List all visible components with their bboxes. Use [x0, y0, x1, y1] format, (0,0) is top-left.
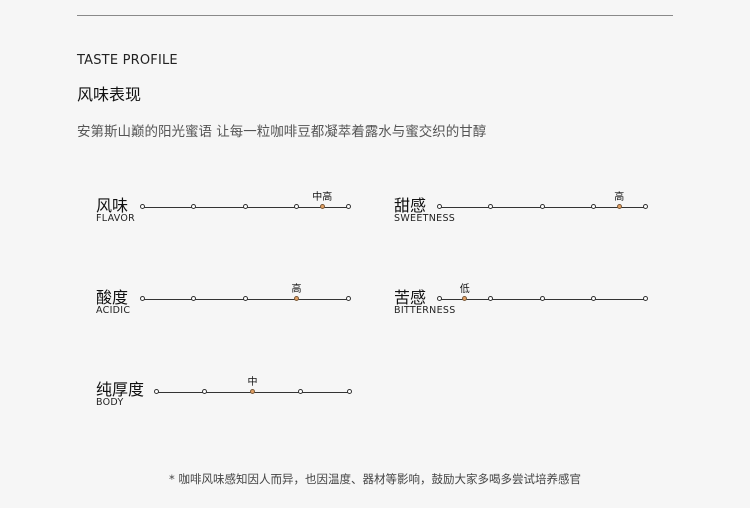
scale-tick [345, 296, 351, 301]
scale-tick [642, 296, 648, 301]
metric-label-zh: 苦感 [394, 288, 427, 307]
scale-tick [345, 204, 351, 209]
metric-label-en: ACIDIC [96, 305, 131, 316]
scale-level-marker [462, 296, 468, 301]
scale-tick [436, 296, 442, 301]
section-eyebrow: TASTE PROFILE [77, 53, 178, 68]
metric-label-en: FLAVOR [96, 213, 136, 224]
scale-tick [642, 204, 648, 209]
scale-tick [201, 389, 207, 394]
scale-tick [191, 296, 196, 301]
section-title: 风味表现 [77, 85, 142, 104]
metric-label-en: SWEETNESS [394, 213, 456, 224]
scale-level-marker [616, 204, 622, 209]
metric-label-zh: 纯厚度 [96, 380, 145, 399]
scale-tick [346, 389, 352, 394]
metric-label-zh: 风味 [96, 196, 129, 215]
scale-tick [139, 296, 145, 301]
top-divider [77, 15, 673, 16]
scale-tick [153, 389, 159, 394]
scale-tick [488, 296, 493, 301]
scale-tick [488, 204, 493, 209]
scale-tick [139, 204, 145, 209]
scale-tick [591, 204, 596, 209]
scale-level-label: 中高 [312, 192, 333, 203]
scale-tick [539, 296, 545, 301]
scale-level-marker [319, 204, 325, 209]
scale-tick [294, 204, 299, 209]
footnote: * 咖啡风味感知因人而异，也因温度、器材等影响，鼓励大家多喝多尝试培养感官 [169, 472, 581, 486]
scale-level-label: 高 [614, 192, 625, 203]
scale-level-marker [250, 389, 255, 394]
scale-level-label: 高 [291, 284, 302, 295]
metric-label-en: BITTERNESS [394, 305, 456, 316]
metric-label-zh: 酸度 [96, 288, 129, 307]
scale-level-label: 中 [247, 377, 258, 388]
scale-tick [539, 204, 545, 209]
metric-label-zh: 甜感 [394, 196, 427, 215]
scale-level-marker [294, 296, 299, 301]
scale-tick [436, 204, 442, 209]
metric-label-en: BODY [96, 397, 124, 408]
section-subtitle: 安第斯山巅的阳光蜜语 让每一粒咖啡豆都凝萃着露水与蜜交织的甘醇 [77, 124, 487, 140]
scale-tick [191, 204, 196, 209]
scale-tick [591, 296, 596, 301]
scale-tick [242, 204, 248, 209]
scale-tick [242, 296, 248, 301]
scale-tick [298, 389, 304, 394]
scale-level-label: 低 [459, 284, 470, 295]
